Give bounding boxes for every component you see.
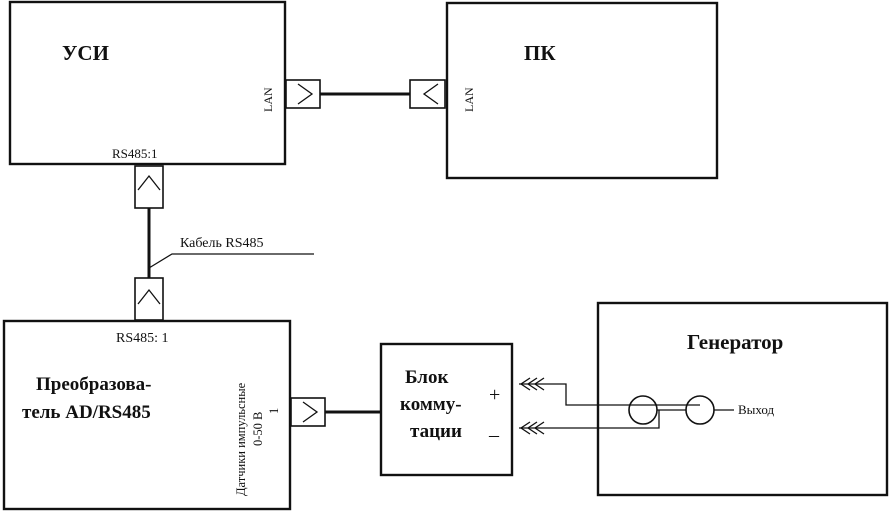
usi-rs485-connector: [134, 165, 164, 209]
converter-sensor-connector-chevron: [302, 401, 319, 423]
converter-block: RS485: 1 Преобразова- тель AD/RS485 Датч…: [2, 319, 292, 511]
converter-box-outline: [2, 319, 292, 511]
switch-minus-label: –: [488, 424, 500, 446]
switch-box-outline: [379, 342, 514, 477]
switch-line1: Блок: [405, 367, 448, 388]
minus-wire: [519, 410, 660, 429]
switch-line3: тации: [410, 421, 462, 442]
generator-box-outline: [596, 301, 889, 497]
usi-lan-connector: [285, 79, 321, 109]
converter-sensor-line2: 0-50 В: [251, 412, 265, 446]
usi-box-outline: [8, 0, 287, 166]
switch-line2: комму-: [400, 394, 462, 415]
converter-rs485-connector: [134, 277, 164, 321]
sensor-link: [290, 397, 381, 427]
plus-arrow-1: [519, 377, 531, 391]
plus-arrow-2: [526, 377, 538, 391]
pc-lan-connector-chevron: [422, 83, 439, 105]
plus-wire: [519, 383, 700, 406]
minus-arrow-2: [526, 421, 538, 435]
usi-lan-connector-chevron: [297, 83, 314, 105]
switch-plus-label: +: [489, 384, 500, 406]
pc-box-outline: [445, 1, 719, 180]
pc-block: ПК LAN: [445, 1, 719, 180]
converter-sensor-connector: [290, 397, 326, 427]
pc-title: ПК: [524, 41, 556, 65]
lan-link: [285, 79, 446, 109]
switch-block: Блок комму- тации + –: [379, 342, 514, 477]
minus-arrow-3: [533, 421, 545, 435]
pc-lan-label: LAN: [462, 87, 476, 112]
generator-block: Генератор Выход: [596, 301, 889, 497]
converter-rs485-label: RS485: 1: [116, 331, 169, 346]
pc-lan-connector: [409, 79, 446, 109]
plus-arrow-3: [533, 377, 545, 391]
converter-title-line1: Преобразова-: [36, 374, 151, 395]
converter-sensor-line1: Датчики импульсные: [234, 382, 248, 496]
converter-rs485-connector-chevron: [137, 288, 161, 305]
generator-output-label: Выход: [738, 402, 775, 417]
usi-rs485-connector-chevron: [137, 174, 161, 191]
generator-wiring: [519, 377, 700, 435]
usi-block: УСИ LAN RS485:1: [8, 0, 287, 166]
rs485-link: Кабель RS485: [134, 165, 314, 321]
usi-lan-label: LAN: [261, 87, 275, 112]
cable-label: Кабель RS485: [180, 236, 264, 251]
converter-pin-label: 1: [267, 408, 281, 414]
generator-title: Генератор: [687, 330, 783, 354]
converter-title-line2: тель AD/RS485: [22, 402, 151, 423]
usi-title: УСИ: [62, 41, 109, 65]
cable-leader-line: [148, 253, 314, 269]
minus-arrow-1: [519, 421, 531, 435]
usi-rs485-label: RS485:1: [112, 146, 158, 161]
